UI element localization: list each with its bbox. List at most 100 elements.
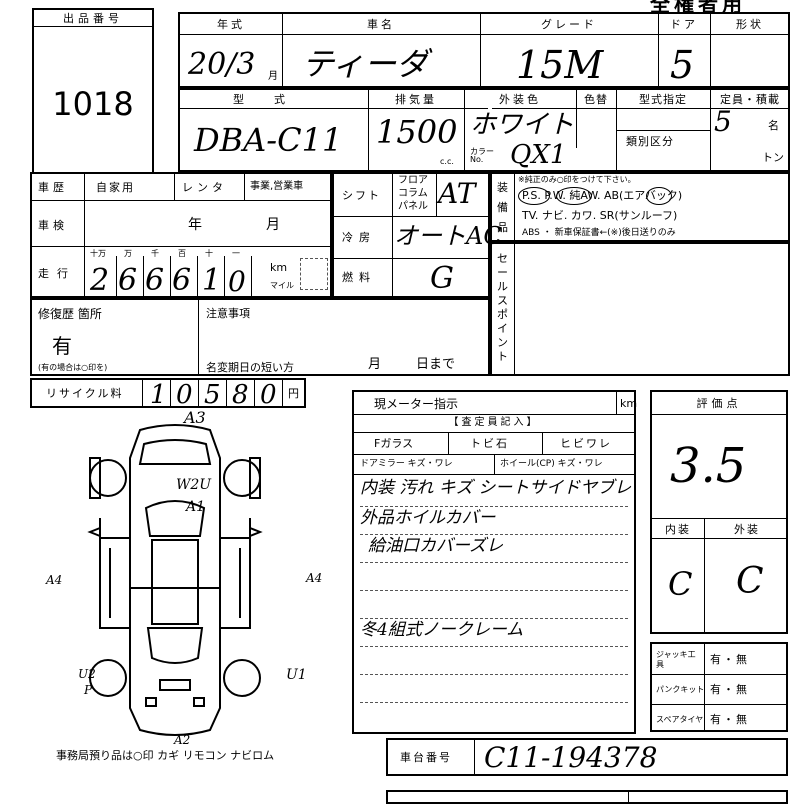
spare-tire-value: 有・無: [710, 713, 749, 726]
displacement-value: 1500: [376, 113, 458, 151]
capacity-label: 定員・積載: [720, 93, 780, 106]
equipment-block: 装備品 ※純正のみ○印をつけて下さい。 P.S. P.W. 純AW. AB(エア…: [490, 172, 790, 242]
model-value: DBA-C11: [194, 121, 343, 159]
mileage-digit-3: 6: [145, 263, 165, 298]
equipment-label: 装備品: [497, 181, 508, 234]
history-option-private: 自家用: [96, 181, 135, 194]
shift-option-panel: パネル: [398, 201, 428, 212]
grade-label: グレード: [541, 18, 597, 31]
shift-option-column: コラム: [398, 188, 428, 199]
interior-value: C: [668, 565, 693, 603]
digit-label-1: 一: [232, 249, 240, 258]
name-change-month: 月: [368, 357, 382, 372]
ac-value: オートAC: [394, 222, 502, 250]
seat-unit: 名: [768, 119, 779, 132]
grade-value: 15M: [516, 43, 604, 87]
repair-block: 修復歴 箇所 有 (有の場合は○印を) 注意事項 名変期日の短い方 月 日まで: [30, 298, 490, 376]
capacity-value: 5: [714, 105, 732, 138]
score-value: 3.5: [670, 438, 747, 494]
meter-km-label: km: [620, 397, 638, 410]
wheel-label: ホイール(CP) キズ・ワレ: [500, 459, 603, 469]
diagram-label-a2: A2: [174, 733, 191, 747]
crack-label: ヒビワレ: [560, 437, 612, 450]
drive-block: シフト フロア コラム パネル AT 冷房 オートAC 燃料 G: [332, 172, 502, 298]
vehicle-basic-row: 年式 車名 グレード ドア 形状 20/3 月 ティーダ 15M 5: [178, 12, 790, 88]
displacement-label: 排気量: [395, 93, 437, 106]
recycle-block: リサイクル料 1 0 5 8 0 円: [30, 378, 306, 408]
diagram-footer: 事務局預り品は○印 カギ リモコン ナビロム: [56, 749, 275, 762]
inspection-year-unit: 年: [188, 217, 202, 233]
diagram-label-p: P: [84, 683, 93, 697]
mileage-label: 走行: [38, 267, 76, 280]
equipment-note: ※純正のみ○印をつけて下さい。: [518, 175, 636, 184]
inspector-note-1: 内装 汚れ キズ シートサイドヤブレ: [360, 478, 632, 498]
diagram-label-a4-left: A4: [46, 573, 63, 587]
equipment-line-2: TV. ナビ. カワ. SR(サンルーフ): [522, 209, 678, 222]
inspector-note-2: 外品ホイルカバー: [360, 508, 496, 528]
shape-label: 形状: [736, 18, 764, 31]
vehicle-spec-row: 型式 排気量 外装色 色替 型式指定 定員・積載 類別区分 DBA-C11 15…: [178, 88, 790, 172]
meter-label: 現メーター指示: [374, 397, 459, 411]
recycle-label: リサイクル料: [46, 387, 124, 400]
pw-circle: [556, 187, 592, 205]
ps-circle: [518, 187, 550, 205]
digit-label-100k: 十万: [90, 249, 106, 258]
exterior-value: C: [736, 561, 764, 602]
name-change-day: 日まで: [416, 357, 456, 372]
shift-label: シフト: [342, 189, 381, 202]
color-number-label: カラーNo.: [470, 147, 494, 164]
color-number-value: QX1: [510, 140, 567, 170]
form-title-right: 全権者用: [650, 0, 746, 16]
chassis-label: 車台番号: [400, 751, 452, 764]
model-spec-label: 型式指定: [639, 93, 687, 106]
recycle-digit-5: 0: [260, 380, 277, 410]
car-name-value: ティーダ: [302, 45, 429, 83]
digit-label-1k: 千: [151, 249, 159, 258]
recycle-unit: 円: [288, 387, 299, 400]
mile-checkbox: [300, 258, 328, 290]
category-label: 類別区分: [626, 135, 674, 148]
diagram-label-u1: U1: [286, 667, 307, 683]
mileage-digit-5: 1: [202, 263, 222, 298]
sales-point-block: セールスポイント: [490, 242, 790, 376]
digit-label-10: 十: [205, 249, 213, 258]
recycle-digit-1: 1: [150, 380, 167, 410]
mile-label: マイル: [270, 281, 294, 290]
car-side-mirrors: [87, 527, 263, 537]
chassis-block: 車台番号 C11-194378: [386, 738, 788, 776]
interior-label: 内装: [665, 523, 691, 536]
accessories-block: ジャッキ工具 有・無 パンクキット 有・無 スペアタイヤ 有・無: [650, 642, 788, 732]
digit-label-10k: 万: [124, 249, 132, 258]
ac-label: 冷房: [342, 231, 376, 244]
diagram-label-a4-right: A4: [306, 571, 323, 585]
ton-unit: トン: [762, 151, 784, 164]
lot-number-box: 出品番号 1018: [32, 8, 154, 174]
ab-circle: [646, 187, 672, 205]
car-damage-diagram: [87, 424, 263, 736]
equipment-line-1: P.S. P.W. 純AW. AB(エアバック): [522, 189, 683, 202]
color-change-label: 色替: [584, 93, 608, 106]
recycle-digit-3: 5: [204, 380, 221, 410]
lot-number-label: 出品番号: [63, 12, 123, 25]
repair-label: 修復歴 箇所: [38, 307, 102, 321]
car-body-outline: [99, 424, 251, 736]
km-label: km: [270, 261, 288, 274]
bottom-partial-box: [386, 790, 788, 804]
model-label: 型式: [233, 93, 315, 106]
repair-value: 有: [52, 334, 72, 358]
diagram-label-a1: A1: [186, 499, 206, 515]
exterior-color-value: ホワイト: [470, 110, 575, 140]
fuel-label: 燃料: [342, 271, 376, 284]
digit-label-100: 百: [178, 249, 186, 258]
inspection-month-unit: 月: [266, 217, 280, 233]
history-option-rental: レンタ: [182, 181, 227, 194]
history-label: 車歴: [38, 181, 68, 194]
shift-option-floor: フロア: [398, 175, 428, 186]
mileage-digit-2: 6: [118, 263, 138, 298]
car-name-label: 車名: [367, 18, 395, 31]
diagram-label-a3: A3: [184, 408, 206, 427]
diagram-label-w2u: W2U: [176, 477, 212, 493]
mileage-digit-4: 6: [172, 263, 192, 298]
mileage-digit-6: 0: [228, 265, 246, 298]
lot-number: 1018: [52, 85, 134, 123]
